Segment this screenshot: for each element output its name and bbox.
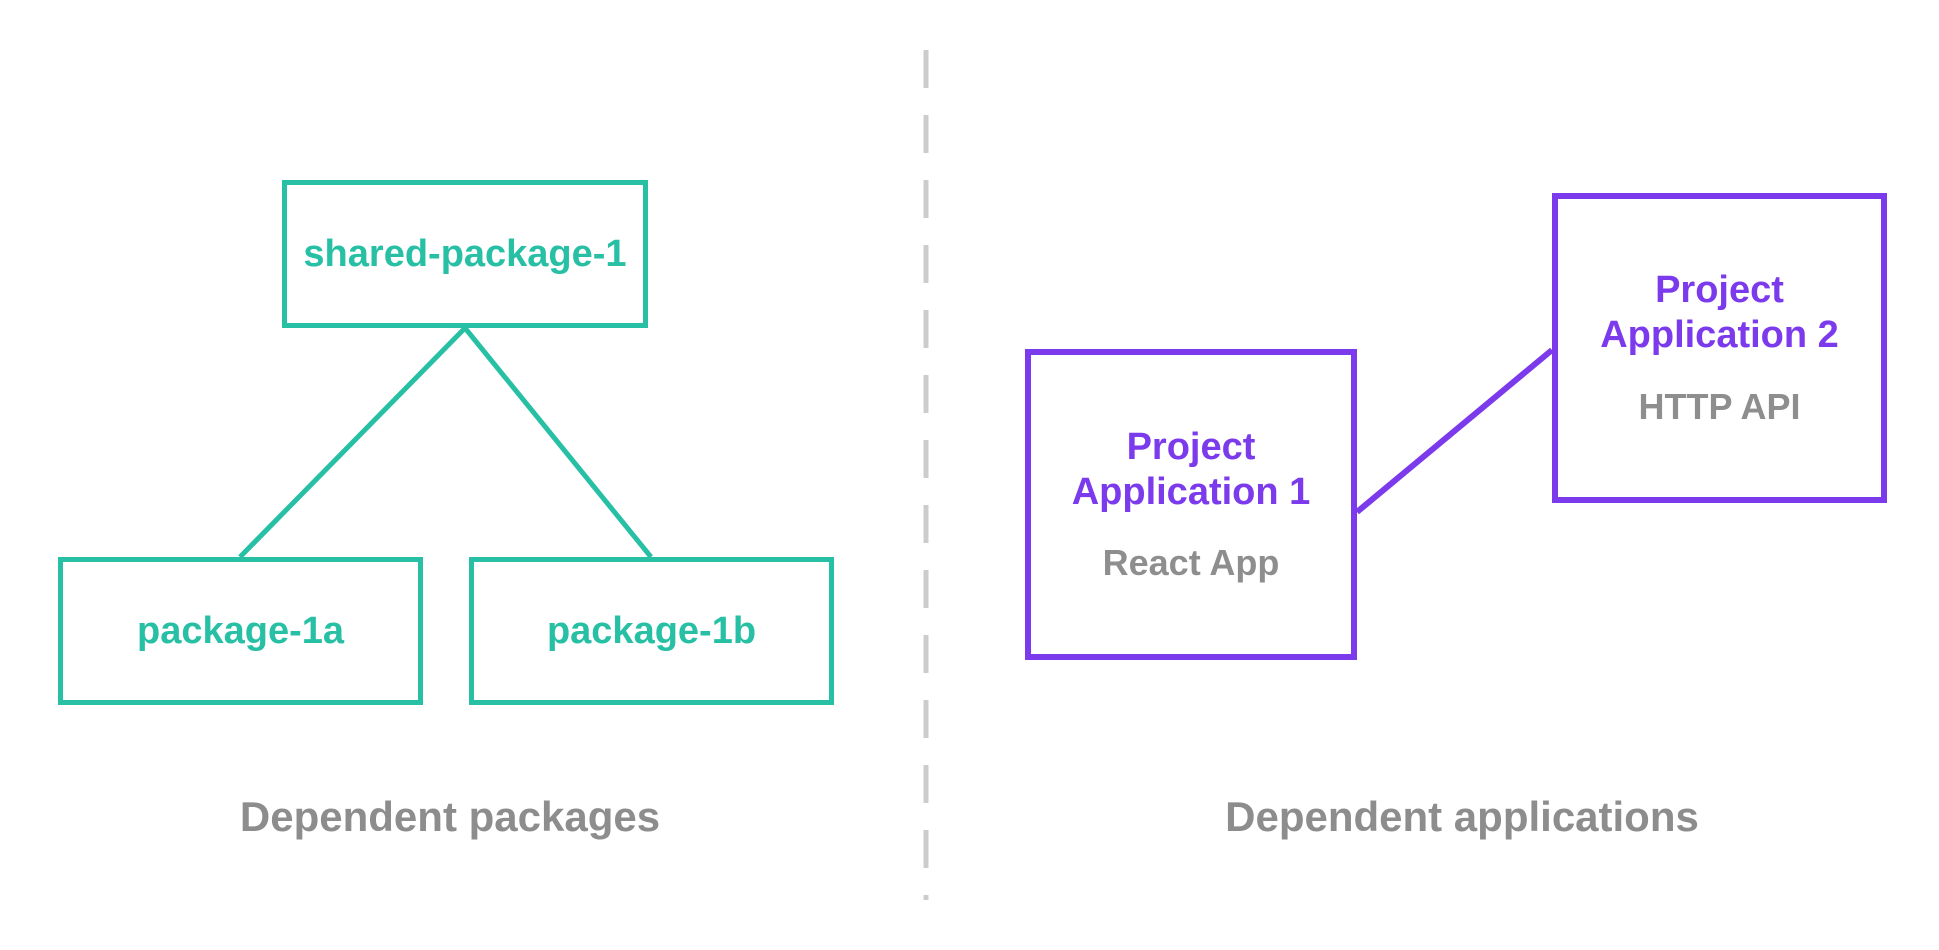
node-shared-package-1-label: shared-package-1: [303, 232, 627, 275]
node-project-application-2: Project Application 2 HTTP API: [1552, 193, 1887, 503]
node-shared-package-1: shared-package-1: [282, 180, 648, 328]
node-package-1b-label: package-1b: [546, 609, 757, 652]
node-project-application-1: Project Application 1 React App: [1025, 349, 1357, 660]
node-project-application-2-subtitle: HTTP API: [1638, 385, 1801, 427]
left-section-caption: Dependent packages: [239, 793, 661, 840]
node-project-application-1-subtitle: React App: [1102, 542, 1280, 584]
edge-app1-to-app2: [1355, 347, 1554, 515]
node-project-application-2-title: Project Application 2: [1600, 269, 1839, 356]
node-package-1a: package-1a: [58, 557, 423, 705]
right-section-caption: Dependent applications: [1225, 793, 1699, 840]
node-package-1a-label: package-1a: [136, 609, 344, 652]
node-package-1b: package-1b: [469, 557, 834, 705]
edge-shared-to-package-1a: [238, 326, 467, 559]
node-project-application-1-title: Project Application 1: [1071, 425, 1311, 513]
edge-shared-to-package-1b: [463, 326, 653, 559]
